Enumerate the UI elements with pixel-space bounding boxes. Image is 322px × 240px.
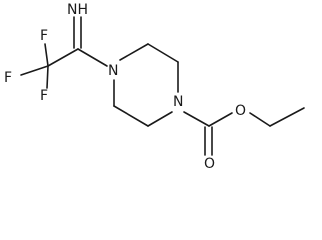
atom-label-f-bottom: F	[40, 88, 48, 104]
bond-ring-c-top-c-right	[147, 43, 179, 63]
bond-cf3-c-f-top	[44, 43, 49, 67]
atom-label-piperazine-n1: N	[173, 94, 183, 110]
atom-label-piperazine-n4: N	[108, 63, 118, 79]
bond-carbonyl-c-ester-o	[208, 112, 233, 127]
atom-labels: NH F F F N N O O	[4, 2, 246, 172]
bond-ch2-ch3	[269, 107, 305, 127]
bond-amidine-c-n4	[77, 48, 108, 67]
bond-ring-n1-c-bottom	[147, 111, 173, 127]
bond-cf3-c-amidine-c	[47, 48, 79, 67]
bond-cf3-c-f-left	[20, 65, 49, 76]
atom-label-carbonyl-o: O	[204, 156, 215, 172]
bonds	[20, 16, 305, 156]
chemical-structure-diagram: NH F F F N N O O	[4, 2, 305, 172]
bond-ring-c-bottom-c-left	[113, 105, 149, 127]
bond-ring-n4-c-top	[119, 43, 149, 61]
atom-label-imine-nh: NH	[67, 2, 88, 18]
atom-label-f-top: F	[40, 28, 48, 44]
bond-n1-carbonyl-c	[183, 111, 210, 127]
atom-label-ester-o: O	[235, 103, 246, 119]
bond-ester-o-ch2	[249, 112, 271, 127]
atom-label-f-left: F	[4, 70, 12, 86]
bond-cf3-c-f-bottom	[46, 65, 49, 89]
